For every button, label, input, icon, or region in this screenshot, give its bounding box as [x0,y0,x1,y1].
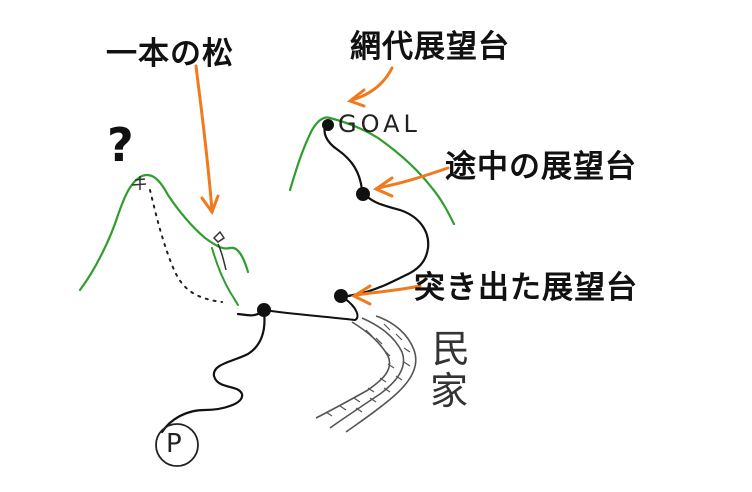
summit-tree-icon [131,176,147,190]
jutting-lookout-label: 突き出た展望台 [414,270,638,306]
question-mark: ? [107,118,135,172]
pine-tree-icon [212,230,227,271]
parking-label: P [166,429,182,459]
midway-lookout-label: 途中の展望台 [445,149,637,185]
midway-lookout-dot [356,187,370,201]
goal-label: GOAL [338,110,421,138]
house-label-bottom: 家 [430,369,469,413]
right-mountain-ridge [288,116,456,226]
road-hatching [325,323,411,417]
midway-arrow [372,166,450,198]
pine-arrow [194,64,220,216]
main-trail [323,122,430,299]
left-mountain-ridge-lower [211,247,239,306]
ajiro-lookout-label: 網代展望台 [350,29,510,65]
junction-dot [257,303,271,317]
road-line-3 [345,315,417,433]
road-line-1 [315,321,391,419]
goal-dot [322,119,334,131]
connector-trail [263,297,359,322]
left-dotted-path [149,189,223,303]
parking-circle [155,423,199,467]
jutting-arrow [350,284,422,306]
left-mountain-ridge [78,173,250,292]
jutting-lookout-dot [334,289,348,303]
road-line-2 [329,317,405,429]
pine-label: 一本の松 [106,36,234,72]
house-label-top: 民 [432,327,471,371]
ajiro-arrow [346,66,394,108]
parking-trail [160,308,266,434]
